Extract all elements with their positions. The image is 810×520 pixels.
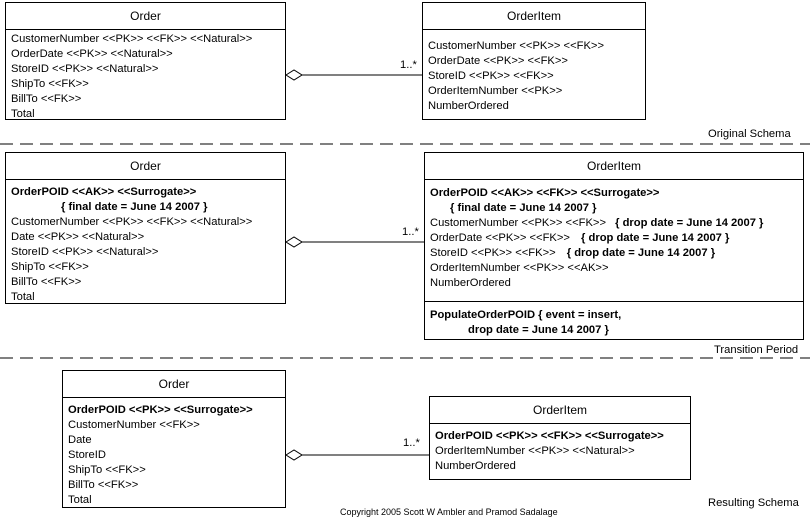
original-order-class: Order CustomerNumber <<PK>> <<FK>> <<Nat… [5,2,286,120]
section-label-transition: Transition Period [714,344,799,356]
resulting-order-class: Order OrderPOID <<PK>> <<Surrogate>> Cus… [62,370,286,508]
attribute: ShipTo <<FK>> [11,78,89,90]
attribute: OrderDate <<PK>> <<FK>> [428,55,568,67]
original-orderitem-class: OrderItem CustomerNumber <<PK>> <<FK>> O… [422,2,646,120]
attribute: CustomerNumber <<PK>> <<FK>> <<Natural>> [11,33,253,45]
attribute: CustomerNumber <<PK>> <<FK>> [430,217,606,229]
attribute: StoreID <<PK>> <<FK>> [428,70,554,82]
class-attributes: CustomerNumber <<PK>> <<FK>> OrderDate <… [423,30,645,116]
transition-order-class: Order OrderPOID <<AK>> <<Surrogate>> { f… [5,152,286,304]
attribute: NumberOrdered [428,100,509,112]
attribute: Date <<PK>> <<Natural>> [11,231,145,243]
attribute: BillTo <<FK>> [11,276,82,288]
attribute: Total [68,494,92,506]
multiplicity-label: 1..* [402,226,419,238]
class-attributes: OrderPOID <<AK>> <<FK>> <<Surrogate>> { … [425,180,803,293]
attribute: Date [68,434,92,446]
attribute-constraint: { final date = June 14 2007 } [61,201,208,213]
attribute: CustomerNumber <<PK>> <<FK>> [428,40,604,52]
class-title: Order [6,3,285,30]
attribute: BillTo <<FK>> [68,479,139,491]
attribute-with-note: CustomerNumber <<PK>> <<FK>> { drop date… [430,216,798,231]
attribute-with-note: OrderDate <<PK>> <<FK>> { drop date = Ju… [430,231,798,246]
class-operations: PopulateOrderPOID { event = insert, drop… [425,301,803,340]
attribute: OrderDate <<PK>> <<FK>> [430,232,570,244]
attribute: Total [11,108,35,120]
class-title: OrderItem [425,153,803,180]
class-title: OrderItem [430,397,690,424]
attribute-constraint: { final date = June 14 2007 } [450,202,597,214]
attribute: StoreID [68,449,106,461]
attribute: BillTo <<FK>> [11,93,82,105]
attribute-bold: OrderPOID <<PK>> <<FK>> <<Surrogate>> [435,430,664,442]
attribute: CustomerNumber <<FK>> [68,419,200,431]
aggregation-diamond-transition [285,236,303,248]
attribute-bold: OrderPOID <<AK>> <<Surrogate>> [11,186,197,198]
attribute: NumberOrdered [435,460,516,472]
attribute-with-note: StoreID <<PK>> <<FK>> { drop date = June… [430,246,798,261]
multiplicity-label: 1..* [403,437,420,449]
class-attributes: OrderPOID <<AK>> <<Surrogate>> { final d… [6,180,285,307]
operation: PopulateOrderPOID { event = insert, [430,309,622,321]
attribute: NumberOrdered [430,277,511,289]
class-title: Order [63,371,285,398]
section-label-resulting: Resulting Schema [708,497,799,509]
attribute: OrderItemNumber <<PK>> <<AK>> [430,262,609,274]
attribute-note: { drop date = June 14 2007 } [615,217,764,229]
class-attributes: OrderPOID <<PK>> <<FK>> <<Surrogate>> Or… [430,424,690,476]
resulting-orderitem-class: OrderItem OrderPOID <<PK>> <<FK>> <<Surr… [429,396,691,480]
attribute-bold: OrderPOID <<AK>> <<FK>> <<Surrogate>> [430,187,660,199]
aggregation-diamond-original [285,69,303,81]
attribute: ShipTo <<FK>> [68,464,146,476]
copyright-notice: Copyright 2005 Scott W Ambler and Pramod… [340,507,558,517]
class-title: Order [6,153,285,180]
section-label-original: Original Schema [708,128,791,140]
attribute: CustomerNumber <<PK>> <<FK>> <<Natural>> [11,216,253,228]
aggregation-diamond-resulting [285,449,303,461]
attribute: StoreID <<PK>> <<FK>> [430,247,556,259]
attribute-note: { drop date = June 14 2007 } [581,232,730,244]
transition-orderitem-class: OrderItem OrderPOID <<AK>> <<FK>> <<Surr… [424,152,804,340]
attribute: StoreID <<PK>> <<Natural>> [11,63,159,75]
multiplicity-label: 1..* [400,59,417,71]
operation-continued: drop date = June 14 2007 } [468,324,609,336]
attribute-note: { drop date = June 14 2007 } [566,247,716,259]
attribute: OrderItemNumber <<PK>> <<Natural>> [435,445,635,457]
attribute: Total [11,291,35,303]
attribute: OrderDate <<PK>> <<Natural>> [11,48,173,60]
class-attributes: OrderPOID <<PK>> <<Surrogate>> CustomerN… [63,398,285,510]
class-attributes: CustomerNumber <<PK>> <<FK>> <<Natural>>… [6,30,285,124]
attribute: OrderItemNumber <<PK>> [428,85,563,97]
attribute-bold: OrderPOID <<PK>> <<Surrogate>> [68,404,253,416]
attribute: ShipTo <<FK>> [11,261,89,273]
attribute: StoreID <<PK>> <<Natural>> [11,246,159,258]
class-title: OrderItem [423,3,645,30]
